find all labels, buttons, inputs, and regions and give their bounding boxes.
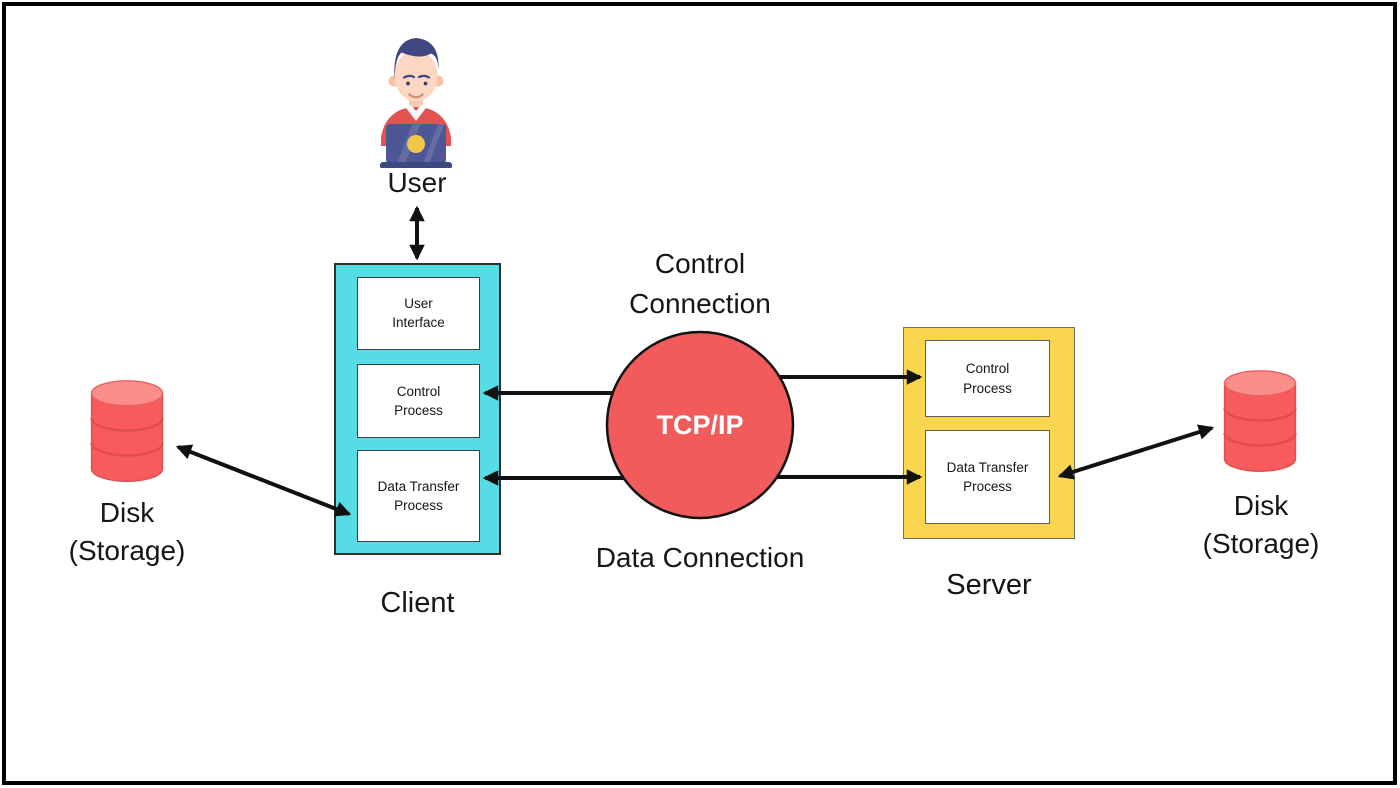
server-disk-arrow [1057,424,1215,480]
disk-right-title: Disk [1233,490,1289,521]
server-control-process-box: Control Process [925,340,1050,417]
client-data-transfer-process-label: Data Transfer Process [377,479,460,514]
disk-left-title: Disk [99,497,155,528]
user-interface-label: User Interface [392,296,445,331]
server-label: Server [946,569,1032,601]
disk-right-subtitle: (Storage) [1202,528,1320,559]
user-avatar-icon [380,38,452,168]
user-interface-box: User Interface [357,277,480,350]
server-data-transfer-process-box: Data Transfer Process [925,430,1050,524]
client-data-transfer-process-box: Data Transfer Process [357,450,480,542]
user-label: User [387,167,447,198]
disk-storage-icon-right [1223,370,1297,472]
client-box: User Interface Control Process Data Tran… [334,263,501,555]
server-data-transfer-process-label: Data Transfer Process [946,459,1029,494]
disk-left-label: Disk (Storage) [47,494,207,570]
tcp-ip-label: TCP/IP [656,410,744,440]
data-connection-label: Data Connection [595,542,805,573]
client-control-process-label: Control Process [394,383,443,419]
server-box: Control Process Data Transfer Process [903,327,1075,539]
disk-client-arrow [175,444,352,517]
disk-left-subtitle: (Storage) [68,535,186,566]
client-control-process-box: Control Process [357,363,480,439]
disk-right-label: Disk (Storage) [1181,487,1341,563]
control-connection-label: Control Connection [629,248,771,319]
disk-storage-icon-left [90,380,164,482]
client-label: Client [380,587,455,619]
tcp-ip-circle [605,330,795,520]
server-control-process-label: Control Process [963,361,1012,396]
